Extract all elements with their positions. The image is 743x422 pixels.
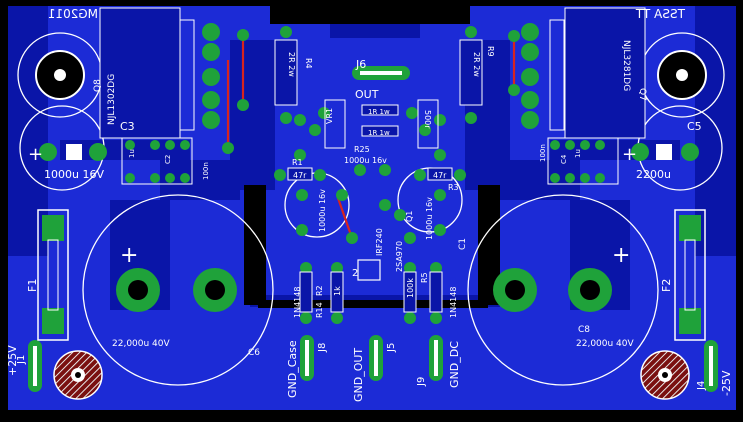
q-mid2-label: IRF240 <box>375 228 384 256</box>
q8-ref: Q8 <box>93 79 103 92</box>
r4-value: 2R 2w <box>287 52 296 77</box>
j1-label: J1 <box>16 355 27 365</box>
r1-value: 47r <box>293 171 307 180</box>
corner-holes <box>53 350 690 400</box>
c1-label: C1 <box>458 238 468 250</box>
r25-value: 1000u 16v <box>344 156 387 165</box>
c5-label: C5 <box>687 120 702 133</box>
small-pads <box>39 26 699 324</box>
gnd-dc-label: GND_DC <box>448 341 461 388</box>
jumper-wires <box>226 35 516 239</box>
r5-value: 100k <box>406 278 415 298</box>
diode-right-label: 1N4148 <box>449 287 458 318</box>
mounting-holes <box>35 50 707 100</box>
r4-body <box>274 39 298 106</box>
c5-value: 2200u <box>636 168 671 181</box>
r3-label: R3 <box>448 183 459 192</box>
r3-value: 47r <box>433 171 447 180</box>
q7-ref: Q7 <box>637 88 647 101</box>
r5-label: R5 <box>420 272 429 283</box>
r25-label: R25 <box>354 145 370 154</box>
big-cap-left-value: 22,000u 40V <box>112 339 171 349</box>
c6-label: C6 <box>248 348 260 358</box>
j6-label: J6 <box>355 58 366 71</box>
q8-part: NJL1302DG <box>107 74 117 125</box>
c8-label: C8 <box>578 325 590 335</box>
r500-label: 500r <box>423 110 432 129</box>
out-label: OUT <box>355 88 379 101</box>
j6-connector <box>352 66 410 80</box>
cap-1000u-label: 1000u 16v <box>318 189 327 232</box>
plus25-label: +25V <box>6 345 19 376</box>
big-cap-right-value: 22,000u 40V <box>576 339 635 349</box>
fuse-f1-label: F1 <box>26 279 39 292</box>
r9-value: 2R 2w <box>472 52 481 77</box>
r1w-a: 1R 1w <box>368 108 390 116</box>
r1-label: R1 <box>292 158 303 167</box>
svg-text:+: + <box>612 243 630 268</box>
r2-value: 1k <box>333 286 342 296</box>
big-cap-pads <box>116 268 612 312</box>
cap-100n-left: 100n <box>202 162 210 180</box>
num-2-label: 2 <box>352 268 358 279</box>
r9-body <box>459 39 483 106</box>
q7-package <box>549 7 646 139</box>
cap-100n-right: 100n <box>539 144 547 162</box>
corner-label-tr: TSSA TT <box>635 7 686 21</box>
cap-bodies <box>66 99 672 313</box>
q8-package <box>99 7 195 139</box>
q7-pads <box>521 23 539 129</box>
cap-1u-left: 1u <box>128 149 136 158</box>
r4-label: R4 <box>304 58 313 69</box>
c2-label: C2 <box>164 155 172 164</box>
diode-left-label: 1N4148 <box>293 287 302 318</box>
j4-label: J4 <box>696 381 707 391</box>
fuse-f2-label: F2 <box>660 279 673 292</box>
c3-value: 1000u 16V <box>44 168 104 181</box>
cap-1u-right: 1u <box>574 149 582 158</box>
c3-label: C3 <box>120 120 135 133</box>
corner-label-tl: MG2011 <box>48 7 98 21</box>
r9-label: R9 <box>486 46 495 57</box>
r14-label: R14 <box>315 302 324 318</box>
q1-label: Q1 <box>405 211 414 222</box>
r2-label: R2 <box>315 285 324 296</box>
r1w-b: 1R 1w <box>368 129 390 137</box>
j8-label: J8 <box>317 343 328 353</box>
gnd-case-label: GND_Case <box>286 340 299 398</box>
fuse-f1 <box>37 209 69 341</box>
fuse-f2 <box>674 209 706 341</box>
clearance <box>244 6 500 308</box>
cap-1000u-b-label: 1000u 16v <box>425 197 434 240</box>
j9-label: J9 <box>416 377 427 387</box>
j5-label: J5 <box>386 343 397 353</box>
svg-text:+: + <box>120 243 138 268</box>
vr1-label: VR1 <box>325 108 334 124</box>
q8-pads <box>202 23 220 129</box>
bottom-connectors <box>28 335 718 392</box>
polarity-marks: + + + + <box>28 144 637 268</box>
gnd-out-label: GND_OUT <box>352 348 365 402</box>
c4-label: C4 <box>560 154 568 164</box>
q7-part: NJL3281DG <box>621 40 631 91</box>
q-mid-label: 2SA970 <box>395 241 404 272</box>
svg-text:+: + <box>28 144 43 165</box>
minus25-label: -25V <box>720 370 733 396</box>
svg-text:+: + <box>622 144 637 165</box>
